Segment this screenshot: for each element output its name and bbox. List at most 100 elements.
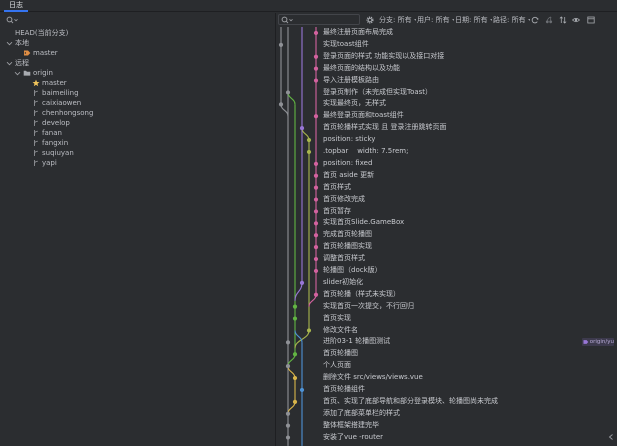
tree-group-local[interactable]: 本地 bbox=[6, 38, 29, 48]
tree-item-local-master[interactable]: master bbox=[23, 48, 58, 58]
commit-row[interactable]: 进阶03-1 轮播图测试 origin/yu bbox=[276, 336, 617, 348]
commit-row[interactable]: 完成首页轮播图 bbox=[276, 229, 617, 241]
commit-row[interactable]: 首页轮播（样式未实现） bbox=[276, 289, 617, 301]
commit-row[interactable]: 最终页面的结构以及功能 bbox=[276, 63, 617, 75]
chevron-down-icon bbox=[413, 19, 416, 21]
collapse-details-icon[interactable] bbox=[607, 433, 615, 441]
folder-icon bbox=[23, 70, 31, 76]
commit-row[interactable]: 首页 aside 更新 bbox=[276, 170, 617, 182]
branch-label: develop bbox=[42, 119, 70, 127]
commit-message: 完成首页轮播图 bbox=[323, 230, 372, 239]
commit-row[interactable]: position: sticky bbox=[276, 134, 617, 146]
commit-row[interactable]: 首页修改完成 bbox=[276, 194, 617, 206]
chevron-down-icon[interactable] bbox=[14, 70, 21, 77]
commit-row[interactable]: 个人页面 bbox=[276, 360, 617, 372]
commit-row[interactable]: 最终登录页面和toast组件 bbox=[276, 110, 617, 122]
search-icon[interactable] bbox=[281, 16, 293, 24]
tab-log[interactable]: 日志 bbox=[4, 0, 28, 12]
commit-message: 首页、实现了底部导航和部分登录模块、轮播图尚未完成 bbox=[323, 396, 498, 405]
tree-item-origin-branch[interactable]: suqiuyan bbox=[32, 148, 74, 158]
remote-label: origin bbox=[33, 69, 53, 77]
filter-branch[interactable]: 分支: 所有 bbox=[379, 14, 416, 26]
filter-path[interactable]: 路径: 所有 bbox=[493, 14, 530, 26]
chevron-down-icon[interactable] bbox=[6, 60, 13, 67]
commit-row[interactable]: 首页暂存 bbox=[276, 206, 617, 218]
tree-item-remote-origin[interactable]: origin bbox=[14, 68, 53, 78]
ref-label: origin/yu bbox=[589, 339, 614, 346]
sort-icon[interactable] bbox=[559, 16, 567, 24]
view-options-icon[interactable] bbox=[572, 16, 580, 24]
gear-icon[interactable] bbox=[366, 16, 374, 24]
branch-icon bbox=[34, 160, 38, 166]
tree-item-label: HEAD(当前分支) bbox=[15, 29, 69, 37]
branch-icon bbox=[34, 100, 38, 106]
tree-item-origin-branch[interactable]: fangxin bbox=[32, 138, 68, 148]
ref-badge[interactable]: origin/yu bbox=[582, 338, 614, 347]
branch-label: baimeiling bbox=[42, 89, 79, 97]
tree-item-origin-branch[interactable]: caixiaowen bbox=[32, 98, 81, 108]
tree-item-origin-branch[interactable]: develop bbox=[32, 118, 70, 128]
branch-label: caixiaowen bbox=[42, 99, 82, 107]
commit-row[interactable]: 首页轮播图实现 bbox=[276, 241, 617, 253]
commit-message: 进阶03-1 轮播图测试 bbox=[323, 337, 391, 346]
commit-row[interactable]: 首页实现 bbox=[276, 313, 617, 325]
branch-search-input[interactable] bbox=[3, 14, 272, 25]
commit-row[interactable]: 登录页制作（未完成但实现Toast） bbox=[276, 87, 617, 99]
commit-message: 首页实现 bbox=[323, 313, 351, 322]
tree-item-origin-branch[interactable]: chenhongsong bbox=[32, 108, 93, 118]
commit-row[interactable]: 导入注册模板路由 bbox=[276, 75, 617, 87]
commit-row[interactable]: 实现最终页，无样式 bbox=[276, 98, 617, 110]
commit-message: 最终页面的结构以及功能 bbox=[323, 63, 400, 72]
refresh-icon[interactable] bbox=[531, 16, 539, 24]
cherry-pick-icon[interactable] bbox=[545, 16, 553, 24]
commit-row[interactable]: 首页轮播组件 bbox=[276, 384, 617, 396]
search-icon[interactable] bbox=[6, 16, 18, 24]
commit-message: 实现首页一次提交，不行回归 bbox=[323, 301, 414, 310]
commit-message: 最终注册页面布局完成 bbox=[323, 28, 393, 36]
commit-message: 首页轮播图实现 bbox=[323, 242, 372, 251]
commit-message: 安装了vue -router bbox=[323, 432, 384, 441]
commit-row[interactable]: 实现首页Slide.GameBox bbox=[276, 217, 617, 229]
tree-item-head[interactable]: HEAD(当前分支) bbox=[15, 28, 68, 38]
filter-label: 路径: 所有 bbox=[493, 16, 526, 24]
commit-row[interactable]: 首页轮播图 bbox=[276, 348, 617, 360]
panel-splitter[interactable] bbox=[275, 13, 276, 446]
commit-message: 实现最终页，无样式 bbox=[323, 99, 386, 108]
commit-row[interactable]: 轮播图（dock版） bbox=[276, 265, 617, 277]
branch-label: chenhongsong bbox=[42, 109, 94, 117]
tree-group-remote[interactable]: 远程 bbox=[6, 58, 29, 68]
tree-item-origin-master[interactable]: master bbox=[32, 78, 67, 88]
commit-row[interactable]: 最终注册页面布局完成 bbox=[276, 27, 617, 39]
commit-row[interactable]: .topbar width: 7.5rem; bbox=[276, 146, 617, 158]
commit-row[interactable]: 调整首页样式 bbox=[276, 253, 617, 265]
branch-icon bbox=[34, 130, 38, 136]
open-in-window-icon[interactable] bbox=[587, 16, 595, 24]
commit-message: 删除文件 src/views/views.vue bbox=[323, 373, 423, 382]
commit-row[interactable]: 整体框架搭建完毕 bbox=[276, 420, 617, 432]
filter-date[interactable]: 日期: 所有 bbox=[455, 14, 492, 26]
tree-item-origin-branch[interactable]: fanan bbox=[32, 128, 62, 138]
tree-item-origin-branch[interactable]: yapi bbox=[32, 158, 57, 168]
commit-list: 最终注册页面布局完成实现toast组件登录页面的样式 功能实现以及接口对接最终页… bbox=[276, 27, 617, 446]
commit-row[interactable]: 实现首页一次提交，不行回归 bbox=[276, 301, 617, 313]
commit-row[interactable]: 首页样式 bbox=[276, 182, 617, 194]
commit-row[interactable]: 安装了vue -router bbox=[276, 432, 617, 444]
tree-item-origin-branch[interactable]: baimeiling bbox=[32, 88, 79, 98]
commit-row[interactable]: 添加了底部菜单栏的样式 bbox=[276, 408, 617, 420]
commit-message: 整体框架搭建完毕 bbox=[323, 420, 379, 429]
commit-search-input[interactable] bbox=[278, 14, 360, 25]
commit-row[interactable]: position: fixed bbox=[276, 158, 617, 170]
chevron-down-icon[interactable] bbox=[6, 40, 13, 47]
commit-row[interactable]: 删除文件 src/views/views.vue bbox=[276, 372, 617, 384]
branch-label: fanan bbox=[42, 129, 62, 137]
commit-row[interactable]: 修改文件名 bbox=[276, 325, 617, 337]
commit-row[interactable]: 实现toast组件 bbox=[276, 39, 617, 51]
commit-row[interactable]: 首页、实现了底部导航和部分登录模块、轮播图尚未完成 bbox=[276, 396, 617, 408]
commit-row[interactable]: slider初始化 bbox=[276, 277, 617, 289]
commit-message: position: sticky bbox=[323, 135, 376, 144]
commit-row[interactable]: 首页轮播样式实现 且 登录注册跳转页面 bbox=[276, 122, 617, 134]
commit-row[interactable]: 登录页面的样式 功能实现以及接口对接 bbox=[276, 51, 617, 63]
branch-label: yapi bbox=[42, 159, 57, 167]
filter-user[interactable]: 用户: 所有 bbox=[417, 14, 454, 26]
